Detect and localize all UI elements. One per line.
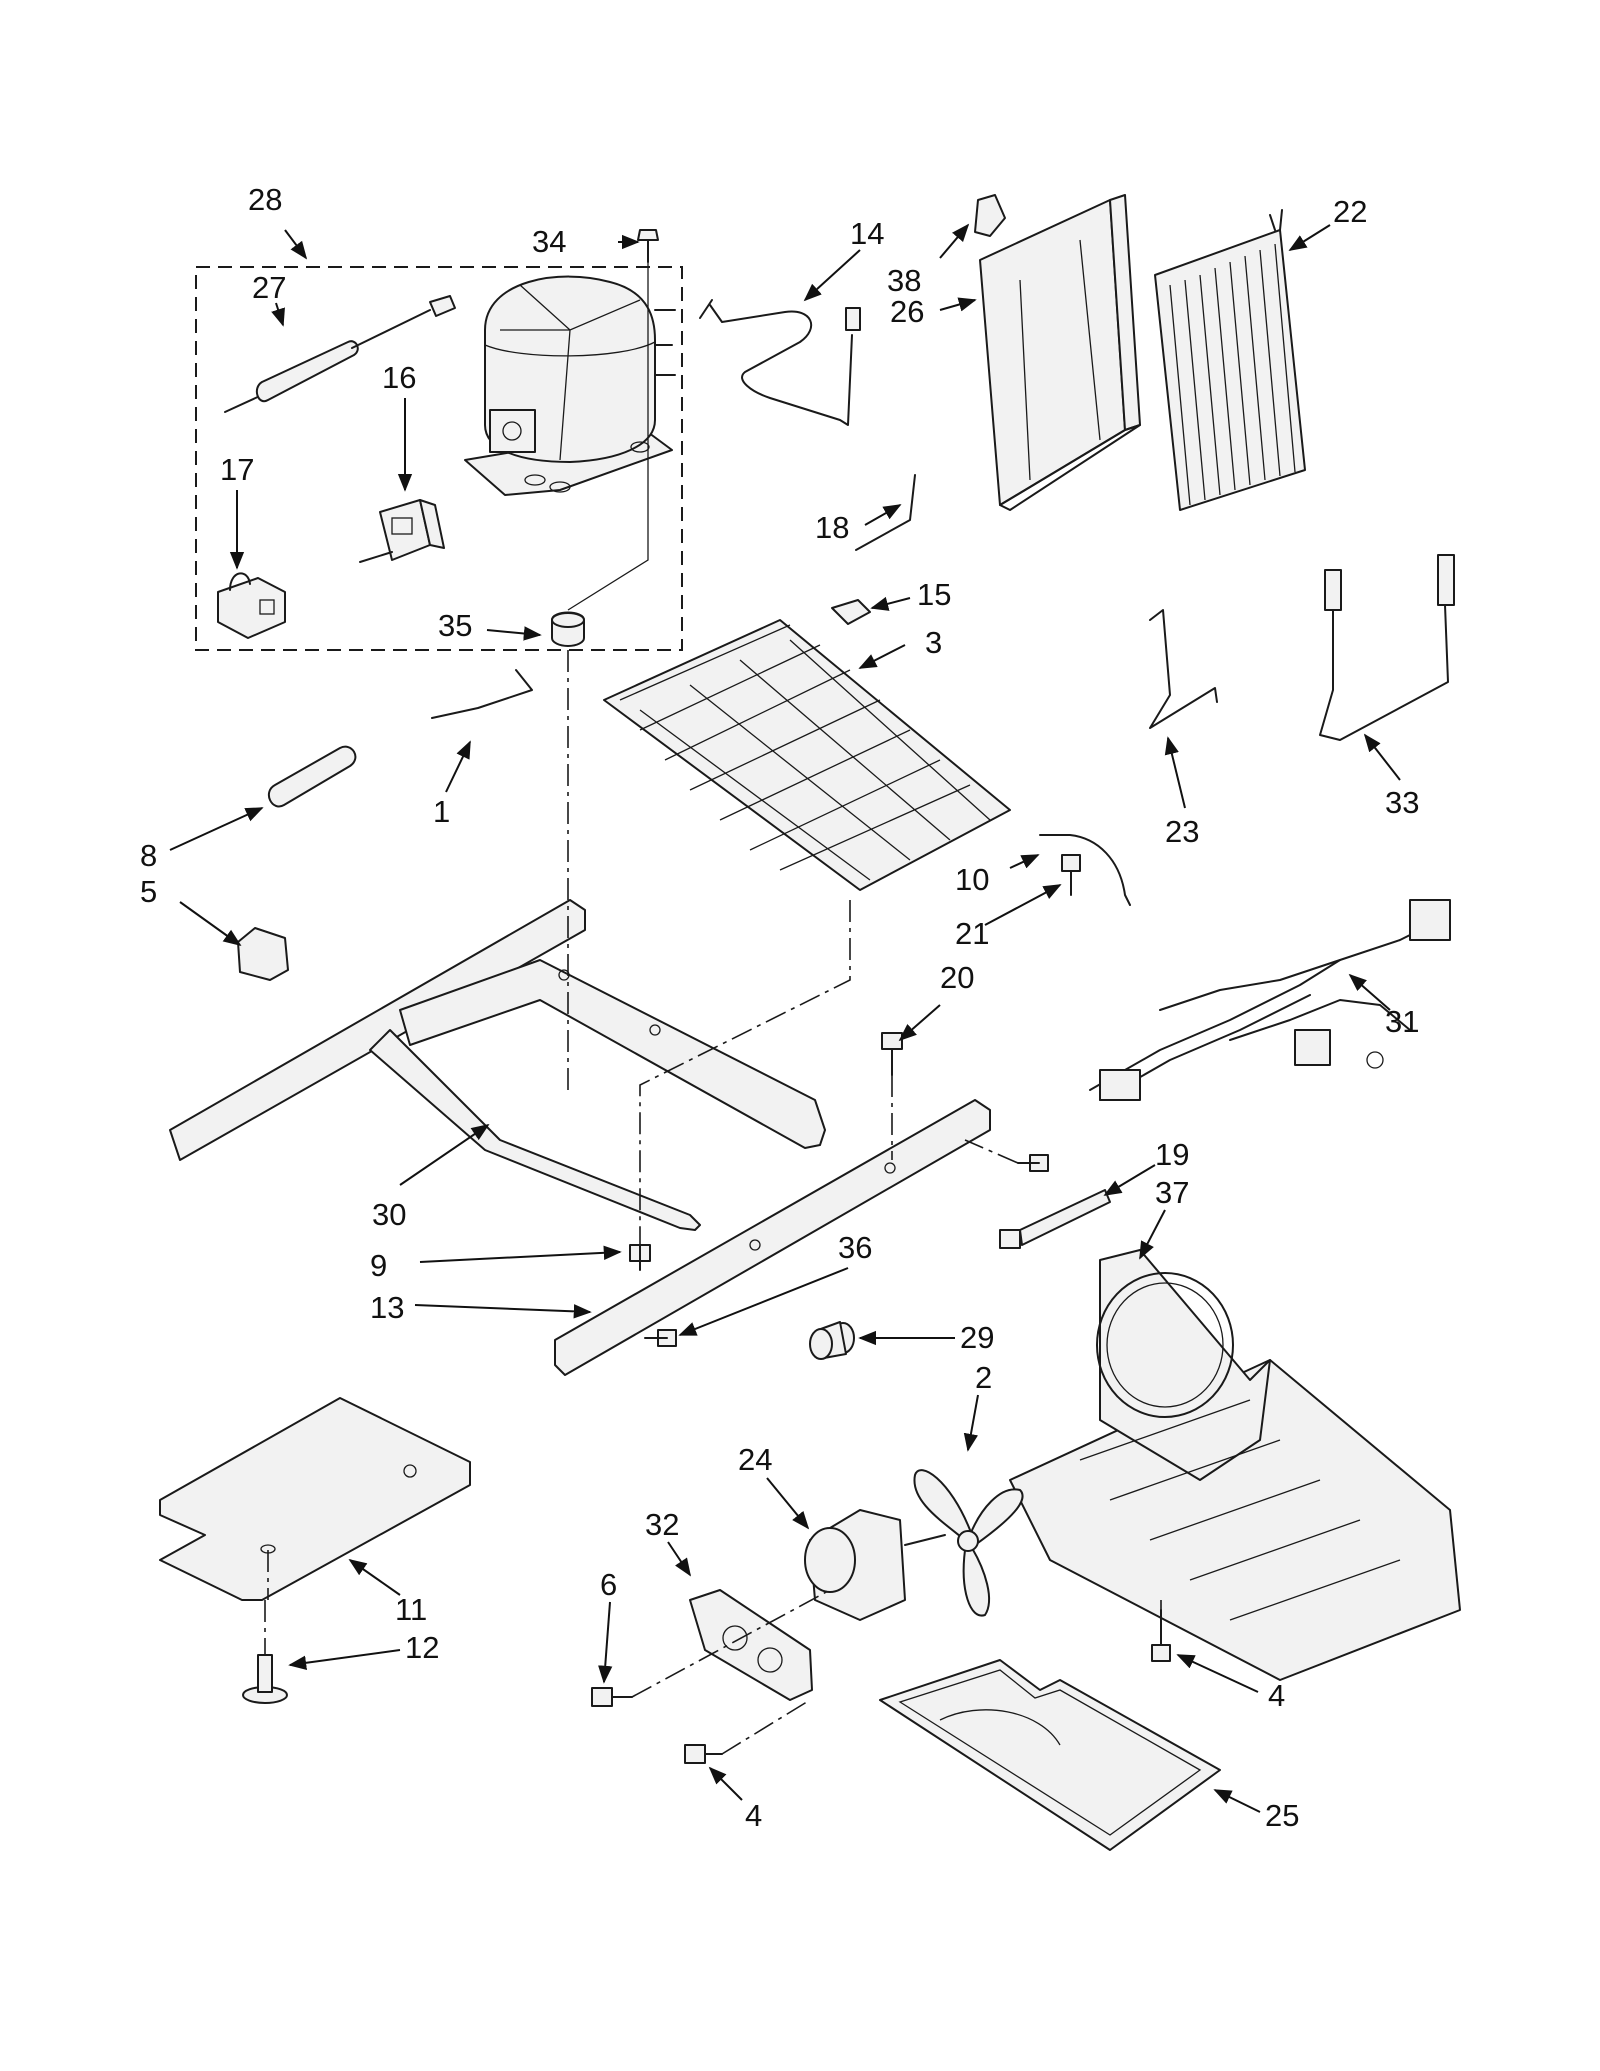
bolt-9 (629, 1244, 651, 1271)
condenser-coil (1154, 209, 1306, 511)
base-frame (169, 899, 826, 1231)
tube-33 (1319, 554, 1455, 741)
tube-14 (709, 304, 853, 426)
bolt-34 (637, 229, 659, 263)
callout-2: 2 (975, 1360, 992, 1395)
roller (809, 1321, 855, 1360)
callout-21: 21 (955, 916, 989, 951)
screw-6 (591, 1687, 633, 1707)
callout-1: 1 (433, 794, 450, 829)
bolt-4-upper (1151, 1609, 1171, 1662)
callout-4-upper: 4 (1268, 1678, 1285, 1713)
callout-leaders (169, 223, 1401, 1813)
callout-24: 24 (738, 1442, 772, 1477)
callout-37: 37 (1155, 1175, 1189, 1210)
callout-36: 36 (838, 1230, 872, 1265)
callout-11: 11 (395, 1592, 427, 1627)
screw-12 (242, 1654, 288, 1704)
callout-22: 22 (1333, 194, 1367, 229)
callout-31: 31 (1385, 1004, 1419, 1039)
callout-labels: 28 27 34 14 38 26 22 16 17 18 35 15 3 1 … (140, 182, 1419, 1833)
callout-20: 20 (940, 960, 974, 995)
callout-3: 3 (925, 625, 942, 660)
callout-23: 23 (1165, 814, 1199, 849)
drain-pan (879, 1659, 1221, 1851)
callout-28: 28 (248, 182, 282, 217)
bolt-20 (881, 1032, 903, 1076)
callout-13: 13 (370, 1290, 404, 1325)
callout-17: 17 (220, 452, 254, 487)
callout-29: 29 (960, 1320, 994, 1355)
tube-8 (267, 745, 357, 808)
wire-harness (1089, 899, 1451, 1101)
callout-30: 30 (372, 1197, 406, 1232)
callout-12: 12 (405, 1630, 439, 1665)
callout-15: 15 (917, 577, 951, 612)
callout-34: 34 (532, 224, 566, 259)
bolt-21 (1061, 854, 1081, 896)
bolt-4-lower (684, 1744, 723, 1764)
motor-bracket (689, 1589, 813, 1701)
evaporator-coil (603, 619, 1011, 891)
callout-9: 9 (370, 1248, 387, 1283)
callout-25: 25 (1265, 1798, 1299, 1833)
wire-1 (431, 669, 533, 719)
base-pan (1009, 1249, 1461, 1681)
callout-16: 16 (382, 360, 416, 395)
fan-motor (804, 1509, 946, 1621)
callout-33: 33 (1385, 785, 1419, 820)
fan-blade (913, 1469, 1024, 1617)
relay (359, 499, 445, 563)
callout-10: 10 (955, 862, 989, 897)
tube-18 (855, 474, 916, 551)
callout-5: 5 (140, 874, 157, 909)
rail-13 (554, 1099, 991, 1376)
clip-15 (831, 599, 871, 625)
callout-19: 19 (1155, 1137, 1189, 1172)
drier (224, 295, 456, 413)
callout-6: 6 (600, 1567, 617, 1602)
callout-26: 26 (890, 294, 924, 329)
callout-35: 35 (438, 608, 472, 643)
grommet (551, 611, 585, 647)
callout-18: 18 (815, 510, 849, 545)
compressor (464, 275, 676, 496)
callout-38: 38 (887, 263, 921, 298)
clip-5 (237, 927, 289, 981)
callout-32: 32 (645, 1507, 679, 1542)
callout-27: 27 (252, 270, 286, 305)
condenser-shroud (979, 194, 1141, 511)
screw-36 (644, 1329, 677, 1347)
base-plate (159, 1397, 471, 1601)
screw-36b (1017, 1154, 1049, 1172)
callout-14: 14 (850, 216, 884, 251)
tube-10 (1039, 834, 1131, 906)
clip-38 (974, 194, 1006, 237)
compressor-kit-box (195, 266, 683, 651)
callout-8: 8 (140, 838, 157, 873)
clamp-23 (1149, 609, 1218, 729)
callout-4-lower: 4 (745, 1798, 762, 1833)
overload-protector (217, 572, 286, 639)
cable-tie (999, 1189, 1111, 1249)
